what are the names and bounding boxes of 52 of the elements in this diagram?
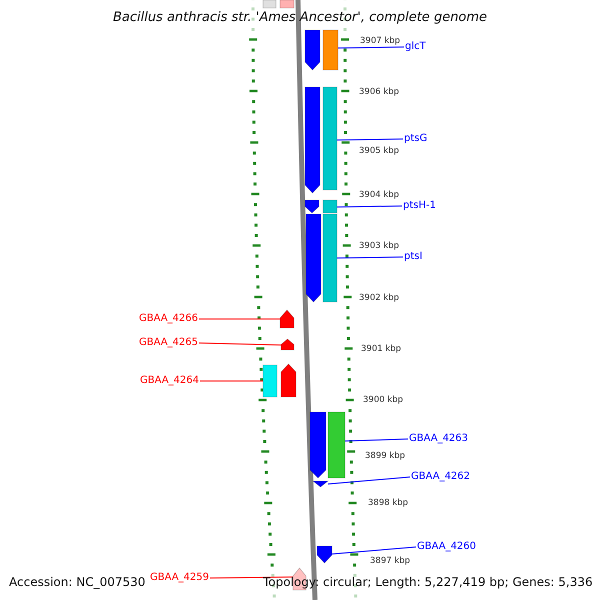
scale-label: 3897 kbp (370, 557, 410, 566)
leader-line (332, 546, 416, 554)
gene-label: GBAA_4263 (409, 434, 468, 444)
gene-feature (280, 364, 296, 398)
gene-label: GBAA_4262 (411, 472, 470, 482)
gene-feature (328, 412, 346, 478)
gene-feature (304, 30, 320, 70)
gene-label: ptsI (404, 252, 422, 262)
scale-label: 3903 kbp (359, 242, 400, 250)
gene-feature (322, 200, 338, 214)
gene-feature (262, 0, 276, 8)
gene-feature (316, 546, 332, 564)
gene-feature (312, 480, 329, 488)
leader-line (200, 380, 264, 382)
gene-label: GBAA_4259 (150, 573, 209, 583)
gene-feature (322, 86, 338, 190)
gene-feature (280, 338, 294, 350)
scale-label: 3900 kbp (363, 396, 404, 404)
diagram-title: Bacillus anthracis str. 'Ames Ancestor', complete genome (112, 10, 488, 25)
leader-line (338, 46, 404, 48)
gene-label: GBAA_4260 (417, 542, 476, 552)
scale-label: 3902 kbp (359, 294, 400, 302)
gene-feature (322, 214, 338, 302)
genome-info: Topology: circular; Length: 5,227,419 bp; Genes: 5,336 (263, 576, 593, 588)
gene-feature (310, 412, 326, 478)
scale-label: 3907 kbp (360, 37, 400, 46)
scale-label: 3904 kbp (359, 191, 400, 200)
leader-line (336, 206, 402, 208)
leader-line (198, 342, 282, 346)
gene-label: GBAA_4264 (140, 376, 199, 386)
genome-info: Accession: NC_007530 (9, 576, 146, 588)
leader-line (336, 138, 404, 140)
scale-label: 3901 kbp (361, 345, 402, 354)
gene-label: glcT (405, 42, 426, 52)
leader-line (210, 576, 294, 578)
scale-label: 3899 kbp (365, 452, 406, 460)
gene-label: GBAA_4266 (138, 314, 198, 324)
leader-line (198, 318, 280, 320)
gene-feature (322, 30, 338, 70)
scale-label: 3905 kbp (359, 147, 400, 156)
gene-feature (280, 0, 294, 8)
gene-label: ptsG (404, 134, 428, 144)
scale-label: 3898 kbp (368, 499, 408, 508)
gene-feature (304, 86, 320, 194)
leader-line (344, 438, 408, 442)
gene-feature (280, 310, 294, 328)
scale-label: 3906 kbp (359, 88, 400, 96)
gene-feature (262, 364, 278, 398)
gene-label: ptsH-1 (403, 201, 436, 211)
gene-label: GBAA_4265 (138, 338, 198, 348)
leader-line (336, 256, 404, 258)
leader-line (328, 476, 410, 484)
